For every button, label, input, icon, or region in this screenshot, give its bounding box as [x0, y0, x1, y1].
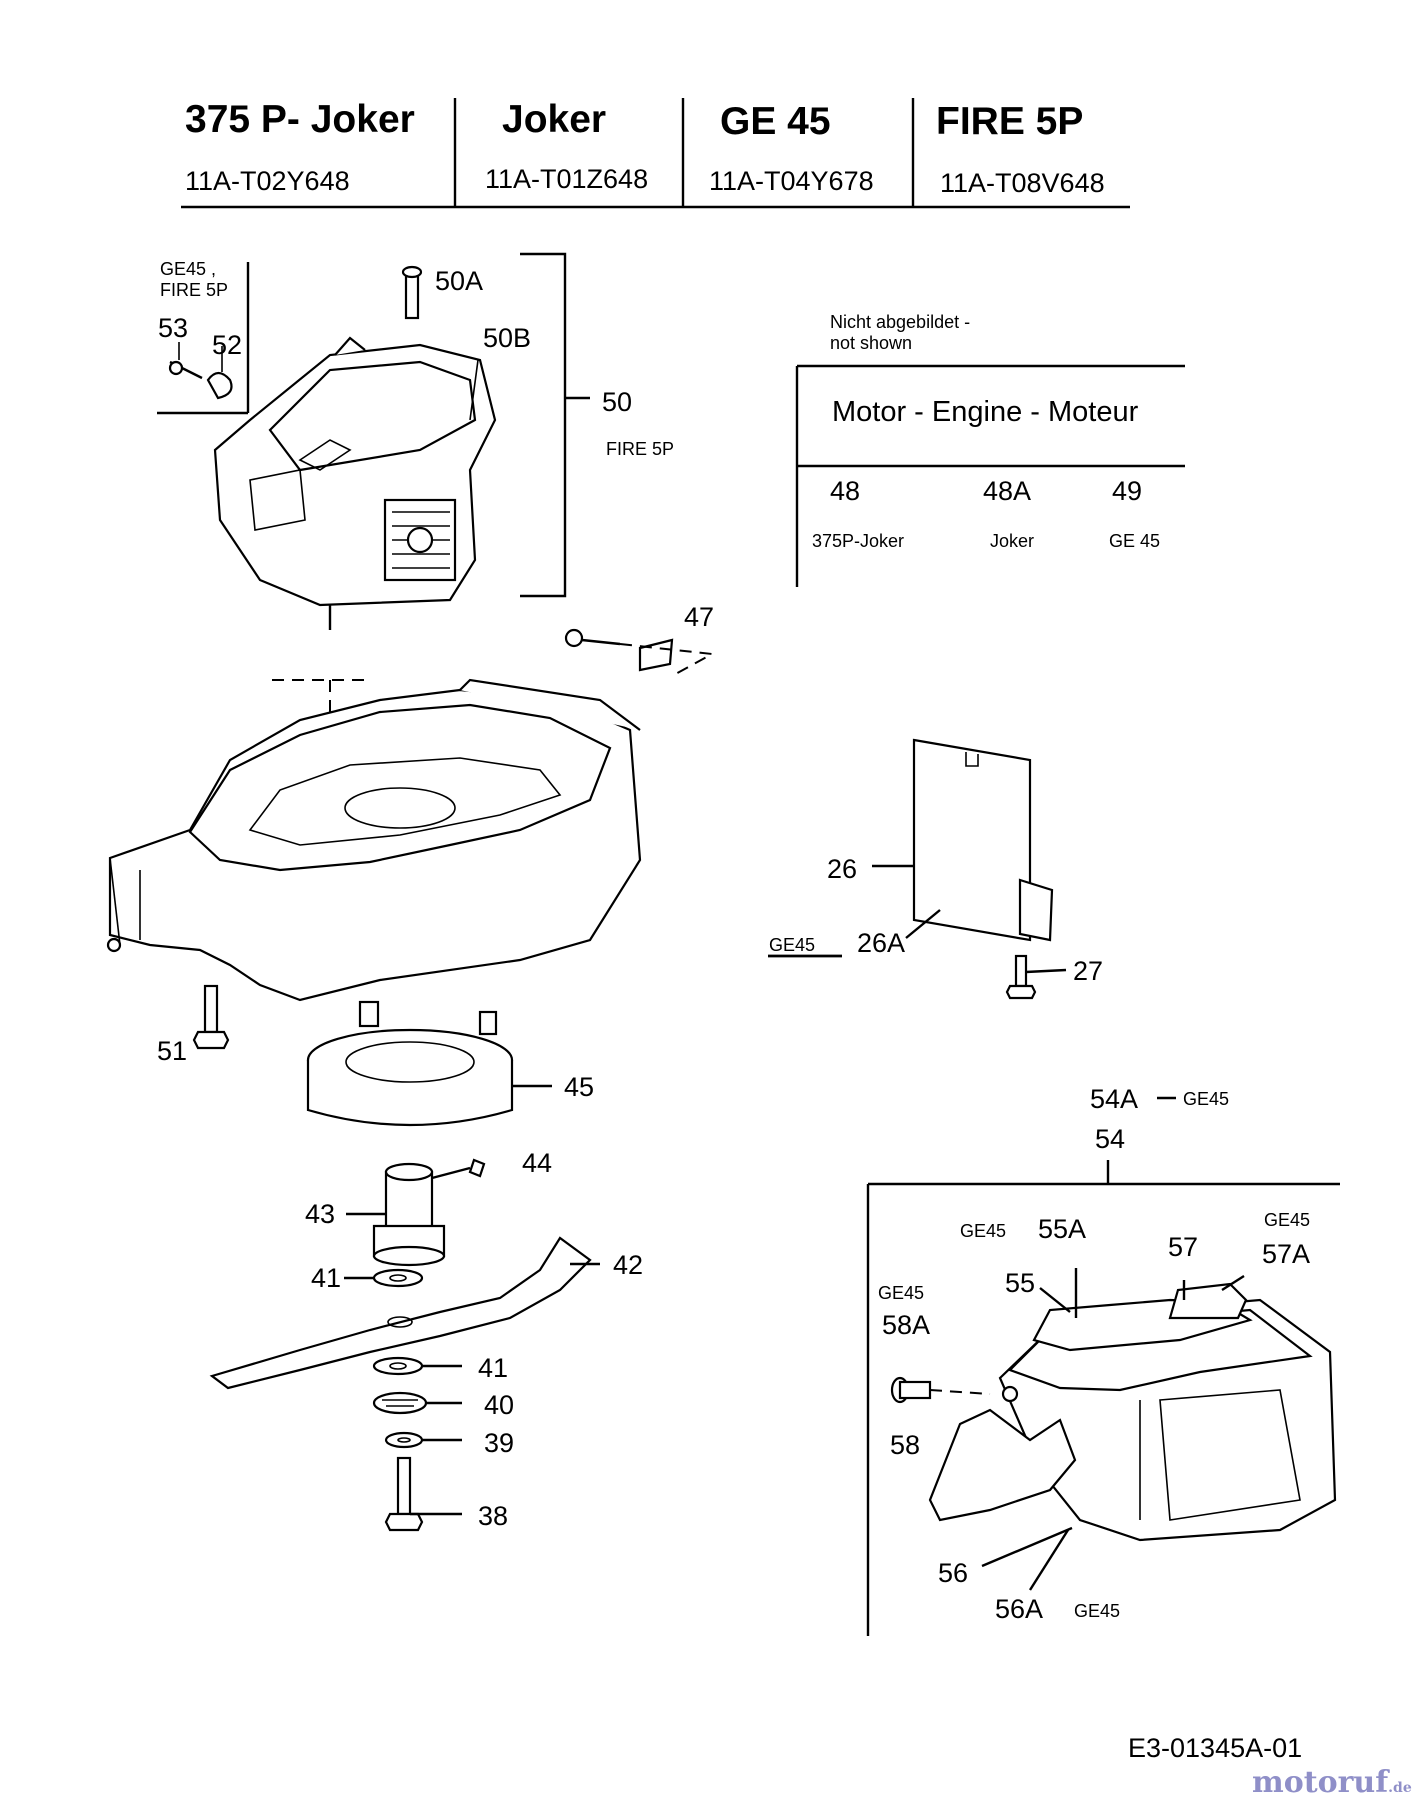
header-code-1: 11A-T02Y648 — [185, 166, 350, 196]
screw-27 — [1005, 954, 1067, 1000]
callout-47: 47 — [684, 602, 715, 632]
callout-note-fire5p: FIRE 5P — [160, 280, 229, 300]
mower-deck — [106, 678, 642, 1002]
header-code-4: 11A-T08V648 — [940, 168, 1105, 198]
callout-43: 43 — [305, 1199, 336, 1229]
washer-41-bottom — [372, 1356, 424, 1376]
header-model-4: FIRE 5P — [936, 100, 1084, 143]
callout-51: 51 — [157, 1036, 188, 1066]
callout-50a: 50A — [435, 266, 484, 296]
washer-41-top — [372, 1268, 424, 1288]
callout-54: 54 — [1095, 1124, 1126, 1154]
callout-27: 27 — [1073, 956, 1104, 986]
not-shown-table-lines — [795, 364, 1185, 587]
callout-55a: 55A — [1038, 1214, 1087, 1244]
bolt-53 — [168, 342, 203, 380]
drawing-id: E3-01345A-01 — [1128, 1733, 1303, 1763]
callout-38: 38 — [478, 1501, 509, 1531]
bracket-50 — [520, 252, 590, 598]
watermark-tld: .de — [1388, 1780, 1412, 1796]
fan-45 — [306, 1000, 514, 1127]
callout-42: 42 — [613, 1250, 644, 1280]
callout-55a-note: GE45 — [960, 1221, 1007, 1241]
callout-58a: 58A — [882, 1310, 931, 1340]
not-shown-title: Motor - Engine - Moteur — [832, 396, 1139, 428]
callout-50b: 50B — [483, 323, 532, 353]
callout-56a: 56A — [995, 1594, 1044, 1624]
watermark-logo: motoruf.de — [1252, 1768, 1412, 1798]
not-shown-model-48: 375P-Joker — [812, 531, 905, 551]
header-model-2: Joker — [502, 98, 607, 141]
callout-39: 39 — [484, 1428, 515, 1458]
callout-54a: 54A — [1090, 1084, 1139, 1114]
callout-50: 50 — [602, 387, 633, 417]
callout-41-bottom: 41 — [478, 1353, 509, 1383]
cover-26 — [768, 738, 1054, 958]
callout-40: 40 — [484, 1390, 515, 1420]
engine-50 — [213, 336, 497, 630]
not-shown-note-2: not shown — [830, 333, 913, 353]
callout-45: 45 — [564, 1072, 595, 1102]
callout-26a-note: GE45 — [769, 935, 816, 955]
bracket-52-53 — [157, 262, 250, 415]
header-code-2: 11A-T01Z648 — [485, 164, 649, 194]
callout-50-note: FIRE 5P — [606, 439, 675, 459]
callout-58: 58 — [890, 1430, 921, 1460]
callout-58a-note: GE45 — [878, 1283, 925, 1303]
blade-42 — [209, 1236, 592, 1390]
callout-54a-note: GE45 — [1183, 1089, 1230, 1109]
blade-adapter-43 — [372, 1162, 446, 1267]
key-44 — [431, 1158, 486, 1180]
bolt-38 — [384, 1456, 424, 1532]
callout-26a: 26A — [857, 928, 906, 958]
not-shown-note-1: Nicht abgebildet - — [830, 312, 971, 332]
screw-47 — [564, 628, 716, 677]
callout-note-ge45: GE45 , — [160, 259, 217, 279]
callout-41-top: 41 — [311, 1263, 342, 1293]
header-model-1: 375 P- Joker — [185, 98, 415, 141]
not-shown-model-49: GE 45 — [1109, 531, 1161, 551]
callout-53: 53 — [158, 313, 189, 343]
washer-39 — [384, 1431, 424, 1449]
not-shown-number-48a: 48A — [983, 476, 1032, 506]
grass-catcher-54 — [928, 1282, 1337, 1542]
clip-52 — [206, 346, 233, 400]
header-code-3: 11A-T04Y678 — [709, 166, 874, 196]
callout-57a: 57A — [1262, 1239, 1311, 1269]
callout-52: 52 — [212, 330, 243, 360]
watermark-text: motoruf — [1252, 1765, 1389, 1800]
not-shown-model-48a: Joker — [990, 531, 1035, 551]
callout-56a-note: GE45 — [1074, 1601, 1121, 1621]
callout-56: 56 — [938, 1558, 969, 1588]
not-shown-number-48: 48 — [830, 476, 861, 506]
header-table-lines — [181, 98, 1130, 209]
header-model-3: GE 45 — [720, 100, 831, 143]
leader-lines-blade-stack — [344, 1084, 600, 1516]
callout-55: 55 — [1005, 1268, 1036, 1298]
bolt-51 — [192, 984, 230, 1050]
screw-50a — [401, 265, 423, 320]
bracket-54 — [866, 1096, 1340, 1636]
leader-lines-catcher — [981, 1268, 1245, 1591]
pin-58 — [890, 1376, 991, 1404]
callout-57: 57 — [1168, 1232, 1199, 1262]
not-shown-number-49: 49 — [1112, 476, 1143, 506]
callout-57a-note: GE45 — [1264, 1210, 1311, 1230]
washer-40 — [372, 1391, 428, 1415]
callout-26: 26 — [827, 854, 858, 884]
callout-44: 44 — [522, 1148, 553, 1178]
